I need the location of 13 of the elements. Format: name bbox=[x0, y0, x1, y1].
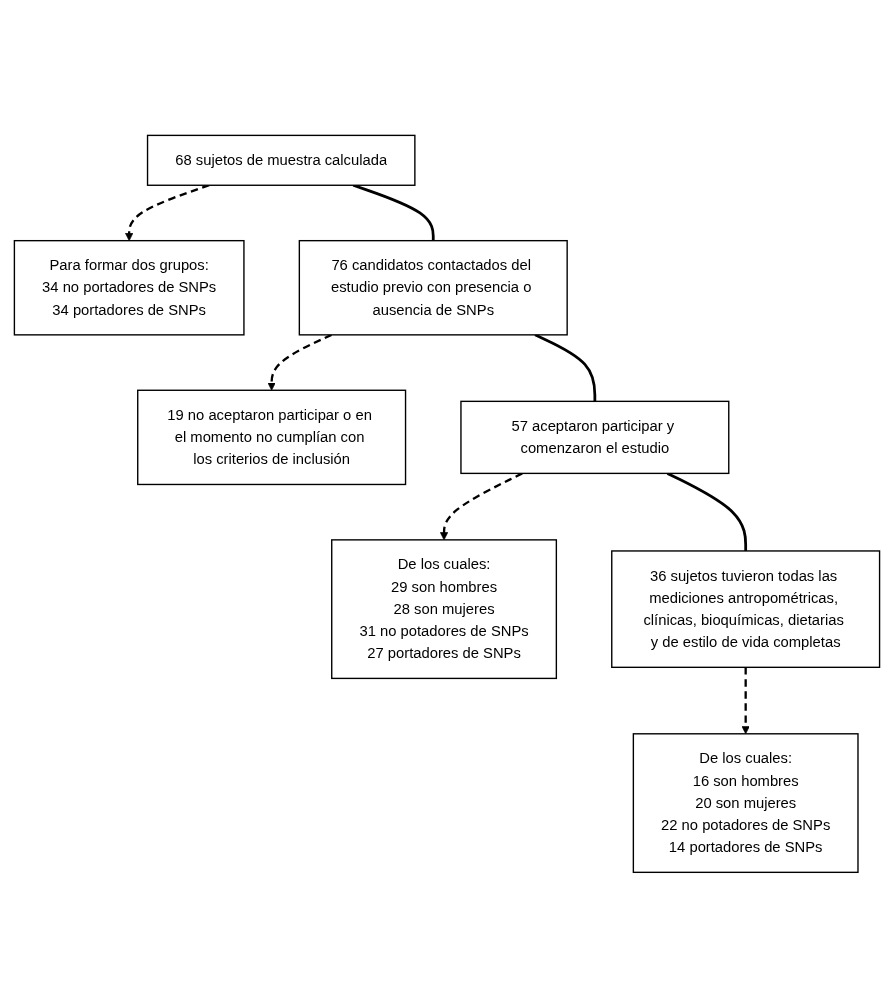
node-box: De los cuales: 16 son hombres 20 son mujeres 22 no potadores de SNPs 14 portadores de SNPs bbox=[632, 733, 859, 874]
node-box: 36 sujetos tuvieron todas las mediciones antropométricas, clínicas, bioquímicas, dietarias y de estilo de vida completas bbox=[611, 550, 881, 669]
node-box: De los cuales: 29 son hombres 28 son mujeres 31 no potadores de SNPs 27 portadores de SNPs bbox=[331, 539, 558, 680]
arrow bbox=[741, 667, 750, 735]
connector bbox=[352, 184, 435, 241]
arrow bbox=[125, 184, 210, 242]
connector bbox=[666, 472, 748, 552]
node-box: 19 no aceptaron participar o en el momento no cumplían con los criterios de inclusión bbox=[137, 389, 407, 486]
node-box: 57 aceptaron participar y comenzaron el estudio bbox=[460, 400, 730, 475]
node-box: 68 sujetos de muestra calculada bbox=[146, 134, 416, 187]
node-box: Para formar dos grupos: 34 no portadores de SNPs 34 portadores de SNPs bbox=[13, 240, 245, 336]
arrow bbox=[440, 472, 523, 541]
node-box: 76 candidatos contactados del estudio previo con presencia o ausencia de SNPs bbox=[298, 240, 568, 336]
